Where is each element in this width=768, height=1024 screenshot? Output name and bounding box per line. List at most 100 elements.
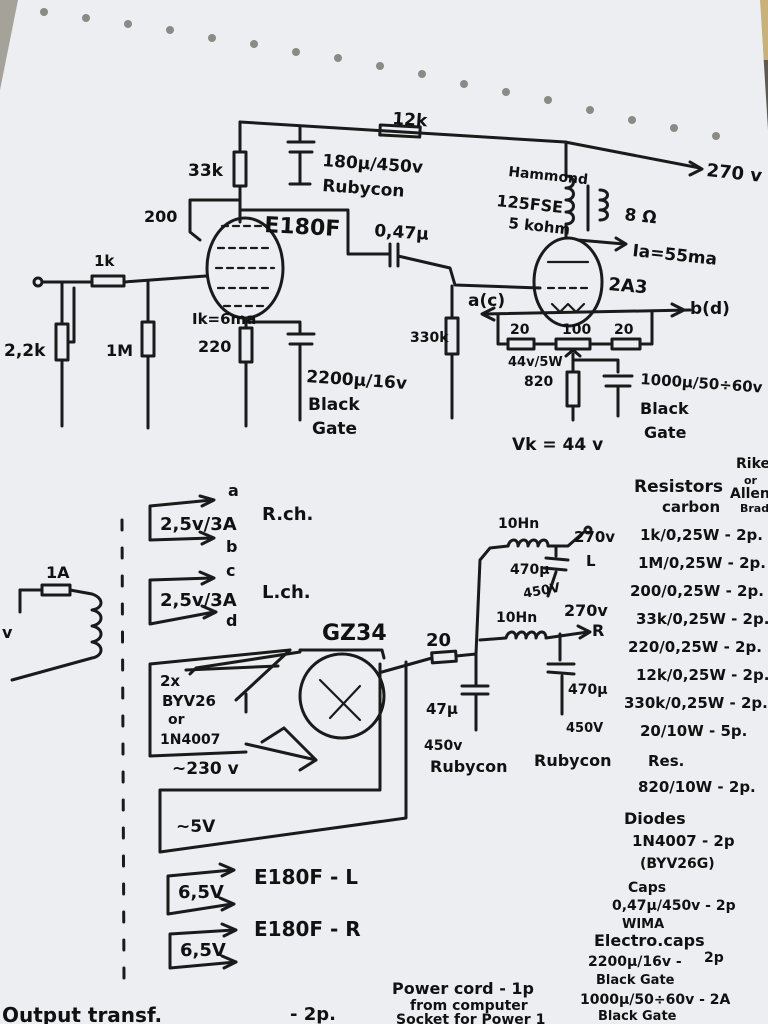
bom-diodes-alt: (BYV26G) [640, 856, 715, 872]
arrow-a [480, 306, 496, 322]
bom-res-title: Res. [648, 752, 684, 770]
heater-e180f-l [166, 868, 234, 916]
label-h2: 6,5V [180, 940, 226, 961]
bom-item-6: 12k/0,25W - 2p. [636, 666, 768, 684]
amplifier-schematic [32, 120, 704, 430]
bom-item-3: 200/0,25W - 2p. [630, 582, 764, 600]
cathode-wire [244, 316, 302, 428]
bom-riken-1: Riken [736, 456, 768, 472]
label-ik: Ik=6ma [192, 310, 256, 328]
label-blackgate-2b: Gate [644, 423, 687, 442]
cap-470u-l [542, 544, 570, 598]
pot-wiper [66, 286, 76, 344]
label-node-b: b(d) [690, 299, 730, 319]
bom-diodes-title: Diodes [624, 809, 686, 828]
label-12k: 12k [392, 109, 429, 131]
label-w2-ch: L.ch. [262, 582, 311, 603]
label-cap-first-brand: Rubycon [430, 757, 507, 776]
bom-electro-1-brand: Black Gate [596, 973, 675, 988]
bom-res-item: 820/10W - 2p. [638, 778, 756, 796]
power-labels: 2,5v/3A R.ch. a b 2,5v/3A L.ch. c d 1A v… [2, 481, 615, 961]
diode-join [298, 758, 318, 772]
resistor-330k [444, 316, 460, 356]
heater-e180f-r-arrows [220, 922, 238, 970]
label-vk: Vk = 44 v [512, 435, 603, 455]
choke-l [506, 530, 586, 548]
winding-2v5-r [148, 498, 214, 542]
label-33k: 33k [188, 161, 224, 181]
tube-gz34 [298, 652, 386, 740]
resistor-220 [238, 326, 254, 364]
label-100: 100 [562, 322, 591, 338]
label-w1: 2,5v/3A [160, 514, 237, 535]
label-fuse: 1A [46, 563, 70, 582]
cap-2200u [286, 332, 316, 422]
resistor-20a [506, 337, 536, 351]
bom-resistors-title: Resistors [634, 477, 723, 497]
cap-470u-r [546, 632, 576, 716]
label-220: 220 [198, 337, 231, 356]
cap-47u [460, 678, 490, 732]
bom-riken-3: Allen [730, 486, 768, 502]
speaker-coil [598, 188, 609, 222]
choke-coil [564, 174, 575, 240]
paper-shadow [0, 0, 18, 90]
bom-electro-2-brand: Black Gate [598, 1009, 677, 1024]
bom-diodes-item: 1N4007 - 2p [632, 832, 735, 850]
tube-2a3 [532, 236, 604, 328]
label-gz34: GZ34 [322, 621, 387, 646]
label-2k2: 2,2k [4, 341, 46, 361]
arrow-b [670, 302, 686, 318]
hv-scribble [184, 664, 280, 672]
resistor-20b [610, 337, 642, 351]
bom-electro-2: 1000μ/50÷60v - 2A [580, 992, 731, 1008]
footer-notes: Power cord - 1p from computer Socket for… [2, 979, 545, 1024]
hv-winding [148, 648, 292, 758]
winding-2v5-r-arrows [198, 494, 216, 546]
bom-resistors-sub: carbon [662, 498, 720, 516]
label-diodes-1: 2x [160, 672, 180, 690]
label-hv: ~230 v [172, 759, 239, 779]
rect-heater-winding [158, 648, 408, 854]
tube-gz34-elements [318, 678, 362, 722]
heater-e180f-r [168, 928, 238, 970]
heater-e180f-l-arrows [218, 862, 236, 912]
label-cap-first-v: 450v [424, 738, 462, 754]
label-1m: 1M [106, 341, 133, 360]
label-out-l-v: 270v [574, 528, 615, 546]
label-w2-d: d [226, 611, 237, 630]
label-choke-l: 10Hn [498, 516, 539, 532]
bom-caps-item: 0,47μ/450v - 2p [612, 898, 736, 914]
punch-holes [40, 8, 720, 140]
label-w1-ch: R.ch. [262, 504, 313, 525]
label-200: 200 [144, 207, 177, 226]
bom-electro-title: Electro.caps [594, 931, 705, 950]
label-w1-b: b [226, 537, 237, 556]
label-330k: 330k [410, 330, 449, 346]
label-rect-heater: ~5V [176, 817, 216, 837]
cap-180u [286, 124, 316, 186]
label-bias-r1: 44v/5W [508, 355, 563, 370]
resistor-1k [90, 274, 126, 288]
bom-item-1: 1k/0,25W - 2p. [640, 526, 763, 544]
filament-divider [496, 310, 654, 346]
label-w1-a: a [228, 481, 239, 500]
plate-coupling-wire [238, 208, 390, 256]
label-e180f: E180F [264, 213, 341, 242]
label-out-l: L [586, 552, 596, 570]
anode-current-arrow [576, 236, 628, 252]
tube-e180f-grids [214, 224, 276, 308]
resistor-12k [378, 123, 422, 139]
hv-tap [188, 650, 302, 676]
input-wire [40, 274, 208, 284]
label-diodes-4: 1N4007 [160, 732, 220, 748]
footer-output-qty: - 2p. [290, 1004, 336, 1024]
resistor-1m [140, 320, 156, 358]
tube-2a3-filament [550, 302, 586, 314]
bom-caps-title: Caps [628, 880, 666, 896]
transformer-core-line [120, 518, 126, 982]
primary-winding [10, 588, 103, 682]
bom-item-7: 330k/0,25W - 2p. [624, 694, 768, 712]
screen-wire [188, 198, 242, 242]
